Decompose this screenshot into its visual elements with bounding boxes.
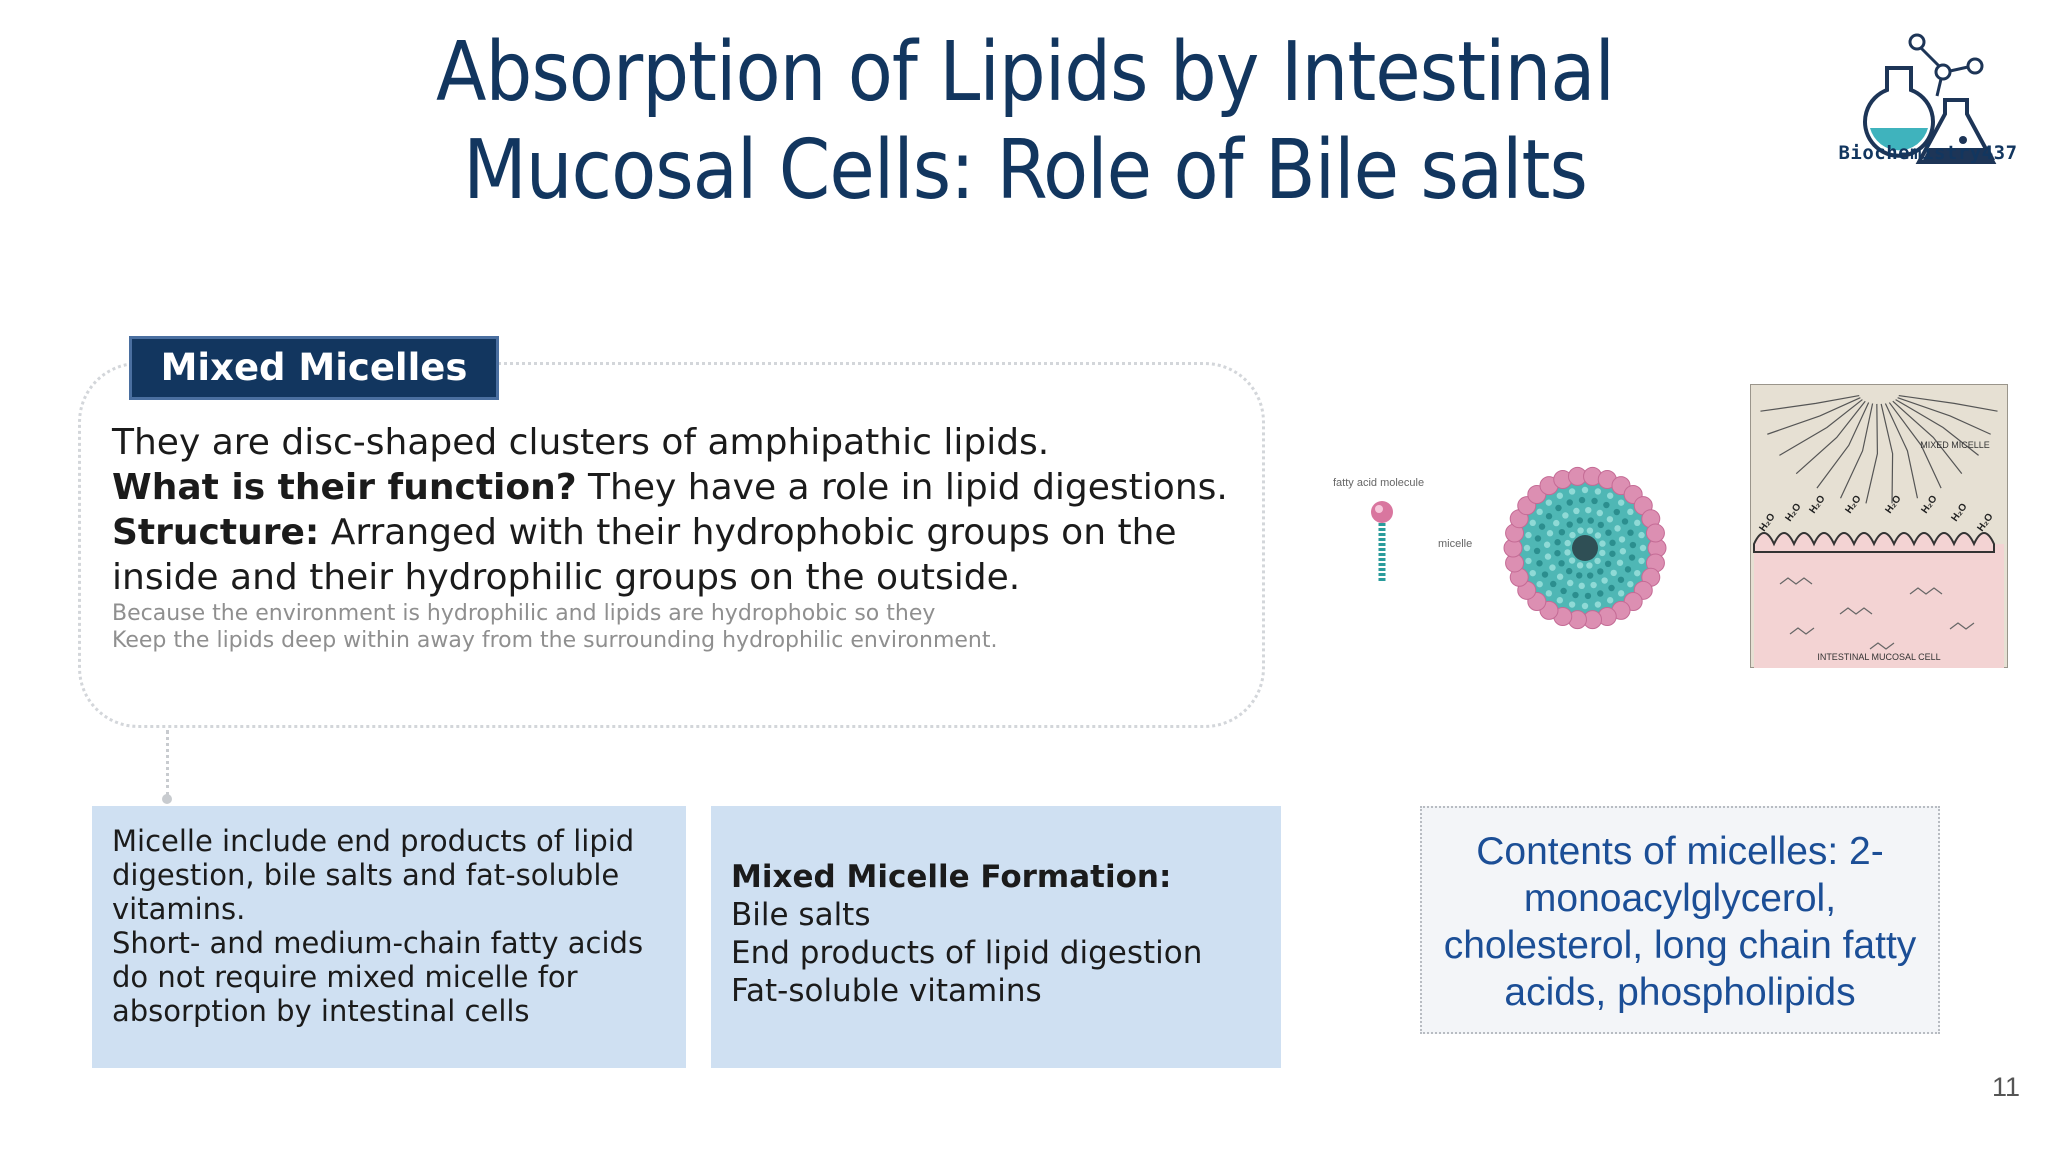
logo-text: Biochemistry437	[1838, 142, 2018, 164]
function-text: They have a role in lipid digestions.	[576, 467, 1228, 508]
connector-line	[166, 730, 169, 796]
cell-contents	[1779, 577, 1975, 650]
micelle-strands	[1760, 394, 1998, 504]
box-left-line-2: Short- and medium-chain fatty acids do n…	[112, 926, 644, 1028]
function-label: What is their function?	[112, 467, 577, 508]
box-left-line-1: Micelle include end products of lipid di…	[112, 824, 635, 926]
note-line-2: Keep the lipids deep within away from th…	[112, 628, 998, 653]
formation-item: Bile salts	[731, 897, 871, 933]
mixed-micelle-label: MIXED MICELLE	[1920, 440, 1990, 450]
formation-heading: Mixed Micelle Formation:	[731, 859, 1172, 895]
formation-item: Fat-soluble vitamins	[731, 973, 1042, 1009]
fatty-acid-label: fatty acid molecule	[1333, 477, 1424, 489]
mixed-micelles-panel	[78, 362, 1265, 728]
flask-logo-icon	[1863, 33, 1997, 164]
intestinal-cell-label: INTESTINAL MUCOSAL CELL	[1817, 652, 1940, 662]
mucosal-cell-diagram: MIXED MICELLE INTESTINAL MUCOSAL CELL H₂…	[1750, 384, 2008, 668]
definition-text: They are disc-shaped clusters of amphipa…	[112, 422, 1050, 463]
structure-label: Structure:	[112, 512, 320, 553]
micelle-sphere	[1503, 466, 1667, 630]
title-line-1: Absorption of Lipids by Intestinal	[436, 25, 1615, 120]
micelle-label: micelle	[1438, 538, 1472, 550]
function-line: What is their function? They have a role…	[112, 465, 1252, 510]
micelle-contents-note-box: Micelle include end products of lipid di…	[92, 806, 686, 1068]
title-line-2: Mucosal Cells: Role of Bile salts	[463, 123, 1588, 218]
micelle-diagram: fatty acid molecule micelle	[1333, 466, 1667, 630]
connector-dot	[162, 794, 172, 804]
page-number: 11	[1991, 1072, 2020, 1102]
structure-line: Structure: Arranged with their hydrophob…	[112, 510, 1252, 600]
slide-title: Absorption of Lipids by Intestinal Mucos…	[300, 24, 1750, 220]
mixed-micelles-description: They are disc-shaped clusters of amphipa…	[112, 420, 1252, 600]
micelle-formation-box: Mixed Micelle Formation: Bile salts End …	[711, 806, 1281, 1068]
hydrophilic-note: Because the environment is hydrophilic a…	[112, 600, 1212, 654]
mixed-micelles-header: Mixed Micelles	[129, 336, 499, 400]
contents-text: Contents of micelles: 2-monoacylglycerol…	[1443, 830, 1917, 1014]
formation-item: End products of lipid digestion	[731, 935, 1203, 971]
note-line-1: Because the environment is hydrophilic a…	[112, 601, 936, 626]
structure-text: Arranged with their hydrophobic groups o…	[112, 512, 1177, 598]
contents-of-micelles-box: Contents of micelles: 2-monoacylglycerol…	[1420, 806, 1940, 1034]
